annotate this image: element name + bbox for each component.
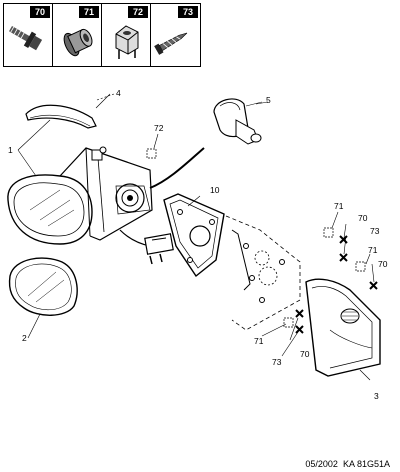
callout-72: 72 bbox=[154, 123, 164, 133]
adjuster-grommet bbox=[213, 98, 269, 145]
callout-3: 3 bbox=[374, 391, 379, 401]
footer-ref: KA 81G51A bbox=[342, 459, 390, 469]
inner-trim-cover bbox=[305, 278, 381, 377]
legend-cell-70: 70 bbox=[4, 4, 53, 66]
legend-cell-72: 72 bbox=[102, 4, 151, 66]
callout-5: 5 bbox=[266, 95, 271, 105]
legend-number: 70 bbox=[30, 6, 50, 18]
leader-lines bbox=[17, 93, 375, 381]
callout-4: 4 bbox=[116, 88, 121, 98]
gasket-plate bbox=[163, 193, 225, 278]
callout-70a: 70 bbox=[358, 213, 368, 223]
legend-cell-73: 73 bbox=[151, 4, 200, 66]
callout-1: 1 bbox=[8, 145, 13, 155]
parts-legend: 70 71 72 bbox=[3, 3, 201, 67]
callout-73a: 73 bbox=[370, 226, 380, 236]
legend-number: 72 bbox=[128, 6, 148, 18]
fastener-markers bbox=[146, 148, 378, 334]
footer-reference: 05/2002 KA 81G51A bbox=[305, 459, 390, 469]
callout-71c: 71 bbox=[254, 336, 264, 346]
mirror-housing bbox=[7, 146, 153, 245]
callout-71b: 71 bbox=[368, 245, 378, 255]
grommet-icon bbox=[63, 28, 93, 57]
legend-number: 73 bbox=[178, 6, 198, 18]
callout-2: 2 bbox=[22, 333, 27, 343]
legend-cell-71: 71 bbox=[53, 4, 102, 66]
clip-nut-icon bbox=[115, 25, 139, 59]
callout-70b: 70 bbox=[378, 259, 388, 269]
bolt-icon bbox=[9, 26, 43, 51]
door-panel bbox=[225, 215, 301, 331]
mirror-cover-cap bbox=[25, 93, 115, 129]
callout-73c: 73 bbox=[272, 357, 282, 367]
legend-number: 71 bbox=[79, 6, 99, 18]
screw-icon bbox=[154, 32, 188, 55]
mirror-glass bbox=[8, 257, 78, 316]
wiring-harness bbox=[119, 147, 205, 265]
callout-10: 10 bbox=[210, 185, 220, 195]
callout-70c: 70 bbox=[300, 349, 310, 359]
footer-date: 05/2002 bbox=[305, 459, 338, 469]
callout-71a: 71 bbox=[334, 201, 344, 211]
